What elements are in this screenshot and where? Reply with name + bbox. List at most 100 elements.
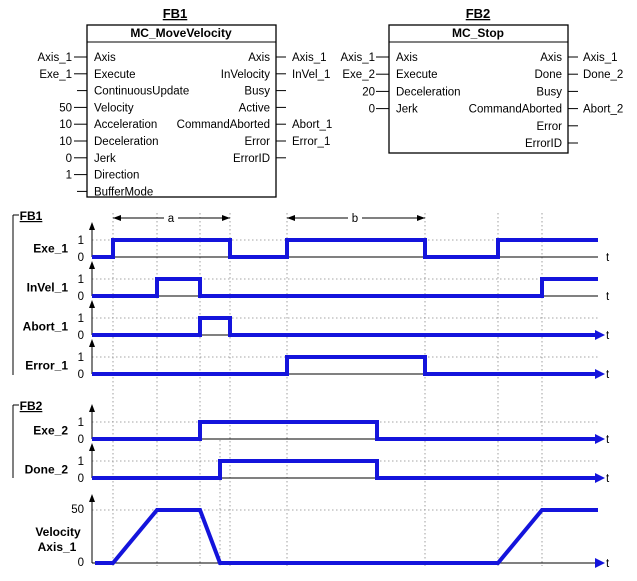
fb2-inputs: AxisAxis_1ExecuteExe_2Deceleration20Jerk… [340,52,460,116]
fb2-output-value-done: Done_2 [583,69,623,81]
tick-low: 0 [78,473,84,485]
velocity-value-axis-arrow [89,494,95,502]
signal-done-2: Done_2 1 0 t [25,443,610,485]
velocity-t-label: t [606,558,610,570]
time-axis-label: t [606,473,610,485]
fb1-input-deceleration: Deceleration [94,136,159,148]
interval-a: a [113,211,230,225]
fb2-output-done: Done [535,69,563,81]
waveform-abort-1 [92,316,598,337]
fb1-input-execute: Execute [94,69,136,81]
fb1-input-value-deceleration: 10 [59,136,72,148]
fb1-inputs: AxisAxis_1ExecuteExe_1ContinuousUpdateVe… [37,52,189,198]
fb1-input-acceleration: Acceleration [94,119,157,131]
fb1-input-direction: Direction [94,170,139,182]
tick-high: 1 [78,352,84,364]
fb1-input-continuousupdate: ContinuousUpdate [94,86,189,98]
tick-low: 0 [78,369,84,381]
fb2-input-deceleration: Deceleration [396,86,461,98]
value-axis-arrow [89,222,95,230]
tick-high: 1 [78,235,84,247]
tick-high: 1 [78,417,84,429]
fb1-output-error: Error [244,136,270,148]
tick-low: 0 [78,434,84,446]
fb1-input-jerk: Jerk [94,153,116,165]
fb2-output-axis: Axis [540,52,562,64]
velocity-tick-50: 50 [71,504,84,516]
fb1-name: MC_MoveVelocity [130,26,232,40]
fb1-output-invelocity: InVelocity [221,69,270,81]
time-axis-label: t [606,252,610,264]
fb1-group: FB1 [12,209,43,375]
velocity-axis-arrow [595,558,605,568]
value-axis-arrow [89,300,95,308]
value-axis-arrow [89,404,95,412]
fb1-input-value-execute: Exe_1 [39,69,72,81]
fb1-input-value-acceleration: 10 [59,119,72,131]
velocity-plot: Velocity Axis_1 50 0 t [35,494,610,570]
signal-label-error-1: Error_1 [25,359,68,373]
fb1-label: FB1 [163,6,188,21]
time-markers [112,213,543,566]
interval-b: b [287,211,425,225]
value-axis-arrow [89,339,95,347]
fb2-output-value-commandaborted: Abort_2 [583,104,623,116]
velocity-label: Velocity [35,525,81,539]
interval-a-label: a [168,213,175,225]
fb1-input-axis: Axis [94,52,116,64]
fb1-input-velocity: Velocity [94,102,134,114]
tick-high: 1 [78,313,84,325]
fb2-output-errorid: ErrorID [525,138,562,150]
velocity-curve [95,508,598,565]
fb1-output-value-invelocity: InVel_1 [292,69,330,81]
signal-invel-1: InVel_1 1 0 t [27,261,610,303]
fb1-output-busy: Busy [244,86,270,98]
waveform-arrow [595,473,605,483]
fb2-input-value-deceleration: 20 [362,86,375,98]
fb2-input-execute: Execute [396,69,438,81]
fb2-input-jerk: Jerk [396,104,418,116]
velocity-tick-0: 0 [78,557,84,569]
fb2-output-busy: Busy [536,86,562,98]
fb2-box [388,24,569,154]
fb1-output-commandaborted: CommandAborted [177,119,270,131]
fb1-output-errorid: ErrorID [233,153,270,165]
fb1-input-value-direction: 1 [66,170,72,182]
fb2-input-value-execute: Exe_2 [342,69,375,81]
fb2-group: FB2 [12,399,43,478]
fb1-output-active: Active [239,102,270,114]
fb1-input-value-velocity: 50 [59,102,72,114]
time-axis-label: t [606,291,610,303]
signal-label-done-2: Done_2 [25,463,69,477]
signal-label-exe-1: Exe_1 [33,242,68,256]
tick-high: 1 [78,456,84,468]
tick-low: 0 [78,291,84,303]
velocity-axis-label: Axis_1 [38,540,77,554]
signal-exe-1: Exe_1 1 0 t [33,222,610,264]
waveform-done-2 [92,459,598,480]
tick-high: 1 [78,274,84,286]
waveform-arrow [595,369,605,379]
fb1-group-label: FB1 [20,209,43,223]
waveform-arrow [595,434,605,444]
fb2-output-error: Error [536,121,562,133]
fb2-output-commandaborted: CommandAborted [469,104,562,116]
time-axis-label: t [606,330,610,342]
signal-label-invel-1: InVel_1 [27,281,69,295]
fb1-output-axis: Axis [248,52,270,64]
waveform-error-1 [92,355,598,376]
fb1-output-value-axis: Axis_1 [292,52,327,64]
fb2-input-value-axis: Axis_1 [340,52,375,64]
tick-low: 0 [78,252,84,264]
fb2-name: MC_Stop [452,26,504,40]
fb2-label: FB2 [466,6,491,21]
waveform-exe-2 [92,420,598,441]
